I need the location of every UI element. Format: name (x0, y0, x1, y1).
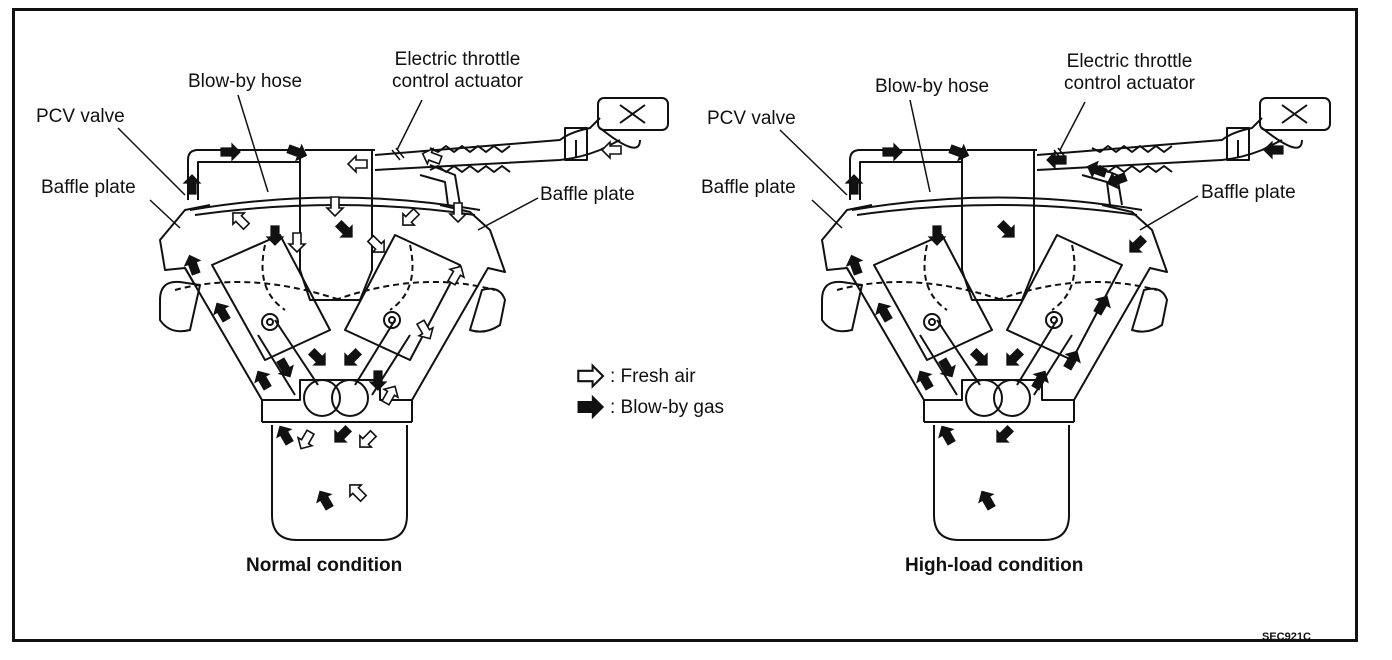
label-throttle-normal: Electric throttle control actuator (392, 49, 523, 93)
figure-code: SEC921C (1262, 631, 1311, 643)
label-throttle-high: Electric throttle control actuator (1064, 51, 1195, 95)
label-throttle-line2: control actuator (392, 71, 523, 92)
legend-blowby-gas: : Blow-by gas (610, 397, 724, 419)
legend-fresh-air: : Fresh air (610, 366, 696, 388)
label-throttle-line1-high: Electric throttle (1066, 51, 1193, 72)
label-blowby-hose-normal: Blow-by hose (188, 71, 303, 92)
fresh-air-arrow-icon (577, 364, 605, 388)
caption-high-load: High-load condition (905, 555, 1084, 576)
legend-symbols (577, 364, 605, 419)
label-pcv-valve-high: PCV valve (707, 108, 796, 129)
engine-normal (159, 97, 669, 541)
legend-fresh-air-label: : Fresh air (610, 366, 696, 387)
label-baffle-left-high: Baffle plate (701, 177, 796, 198)
blowby-gas-arrow-icon (577, 395, 604, 419)
label-throttle-line1: Electric throttle (394, 49, 521, 70)
leader-lines-normal (117, 94, 539, 231)
label-blowby-hose-high: Blow-by hose (875, 76, 990, 97)
label-baffle-right-normal: Baffle plate (540, 184, 635, 205)
label-throttle-line2-high: control actuator (1064, 73, 1195, 94)
label-baffle-left-normal: Baffle plate (41, 177, 136, 198)
legend-blowby-gas-label: : Blow-by gas (610, 397, 725, 418)
label-baffle-right-high: Baffle plate (1201, 182, 1296, 203)
caption-normal: Normal condition (246, 555, 403, 576)
leader-lines-high-load (779, 99, 1199, 231)
label-pcv-valve-normal: PCV valve (36, 106, 125, 127)
engine-high-load (821, 97, 1331, 541)
